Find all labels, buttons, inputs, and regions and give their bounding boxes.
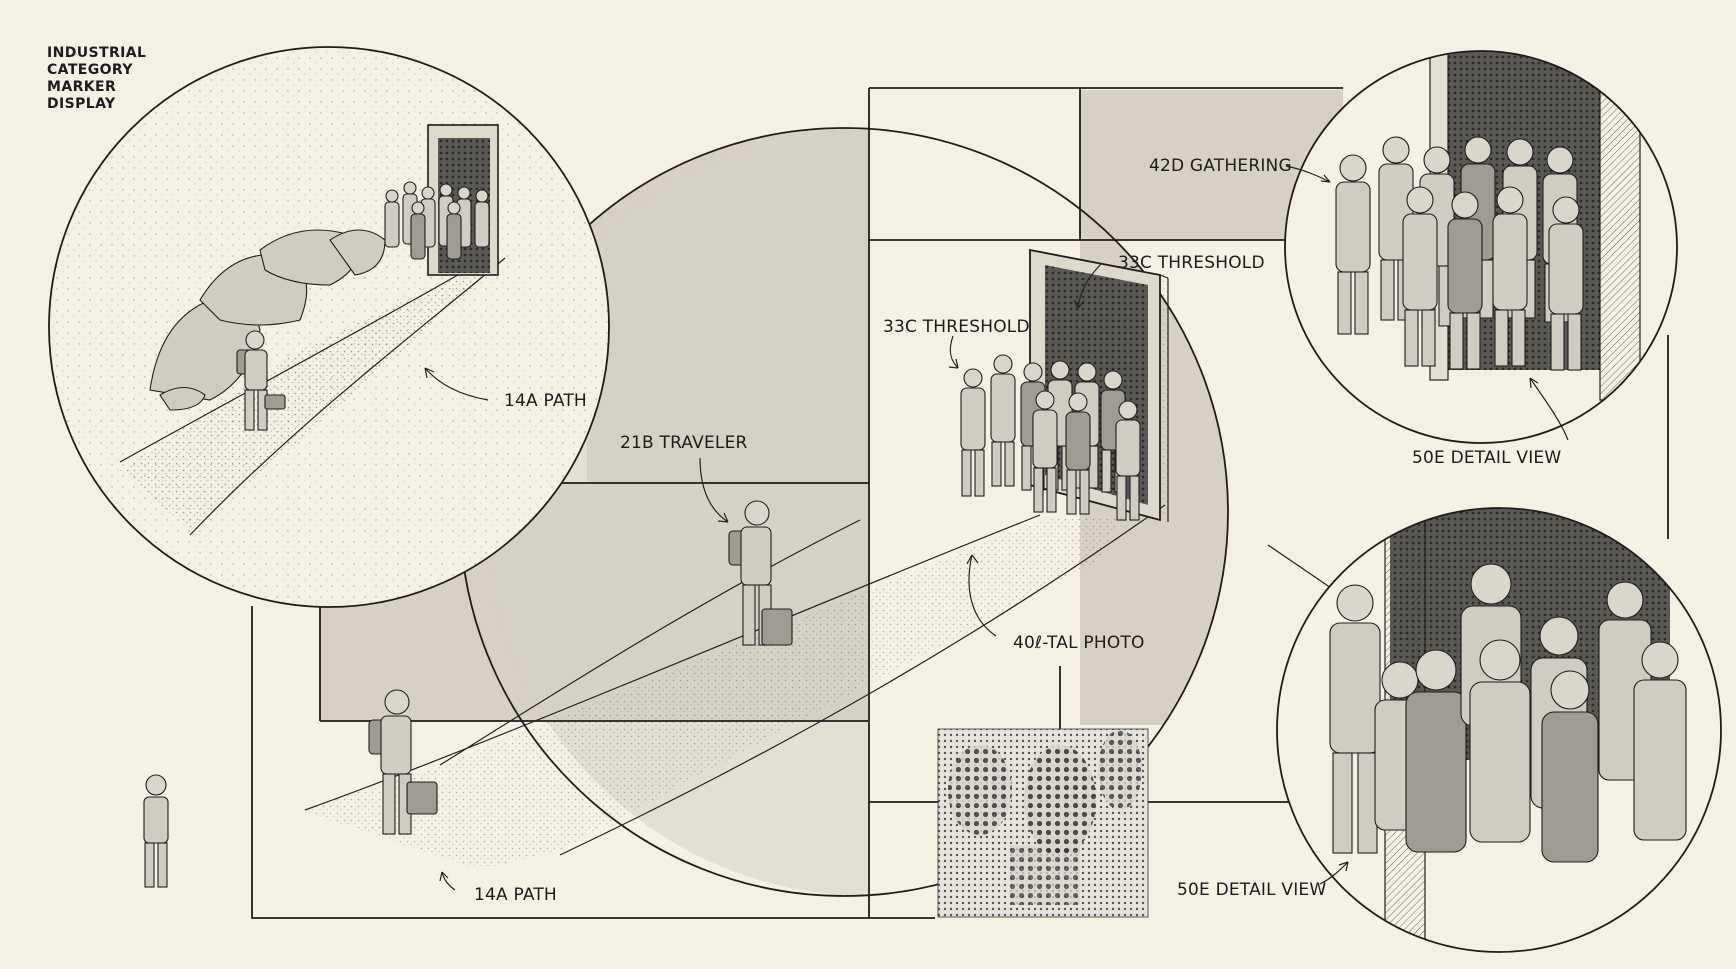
arrowhead-traveler [717,512,729,523]
arrowhead-photo [966,554,979,565]
arrow-threshold-upper [1077,262,1103,309]
callout-labels: 14A PATH 21B TRAVELER 33C THRESHOLD 33C … [474,156,1561,905]
hiker-with-suitcase-icon [728,500,793,646]
arrow-detail-top [1529,377,1569,441]
arrow-path-top [424,367,489,401]
arrowhead-threshold-left [948,358,959,369]
annotation-arrows [424,165,1569,891]
arrowhead-detail-bottom [1338,861,1349,872]
label-photo: 40ℓ-TAL PHOTO [1013,633,1145,653]
label-path-bottom: 14A PATH [474,885,557,905]
header-line-3: MARKER [47,79,116,95]
label-threshold-upper: 33C THRESHOLD [1118,253,1265,273]
arrow-path-bottom [441,871,456,891]
label-threshold-left: 33C THRESHOLD [883,317,1030,337]
arrow-gathering [1285,165,1331,183]
crowd-icon [384,181,490,260]
bottom-right-circle-frame [1276,507,1722,953]
label-detail-view-top: 50E DETAIL VIEW [1412,448,1561,468]
top-left-circle-frame [48,46,610,608]
label-path-top: 14A PATH [504,391,587,411]
standing-person-icon [143,774,169,888]
bottom-right-circle-scene [1276,507,1722,953]
header-line-4: DISPLAY [47,96,116,112]
crowd-icon [1335,136,1584,371]
header-line-1: INDUSTRIAL [47,45,146,61]
crowd-icon [1329,563,1687,863]
arrow-photo [968,554,997,637]
halftone-photo-icon [937,728,1149,918]
top-right-circle-scene [1284,50,1678,444]
center-door-scene [937,248,1169,918]
header-line-2: CATEGORY [47,62,133,78]
top-right-circle-frame [1284,50,1678,444]
center-path-scene [143,500,1166,888]
hiker-with-suitcase-icon [236,330,286,431]
label-gathering: 42D GATHERING [1149,156,1292,176]
label-detail-view-bottom: 50E DETAIL VIEW [1177,880,1326,900]
hiker-with-suitcase-icon [368,689,438,835]
arrow-threshold-left [949,335,959,369]
header-block: INDUSTRIAL CATEGORY MARKER DISPLAY [47,45,146,112]
arrowhead-path-top [424,367,435,379]
crowd-icon [960,354,1141,521]
arrowhead-threshold-upper [1073,299,1085,309]
rocks-icon [149,229,386,411]
arrowhead-gathering [1320,174,1331,183]
arrow-traveler [699,457,729,523]
arrow-detail-bottom [1319,861,1349,885]
label-traveler: 21B TRAVELER [620,433,748,453]
arrowhead-detail-top [1529,377,1539,389]
arrowhead-path-bottom [439,871,449,882]
top-left-circle-scene [48,46,610,608]
